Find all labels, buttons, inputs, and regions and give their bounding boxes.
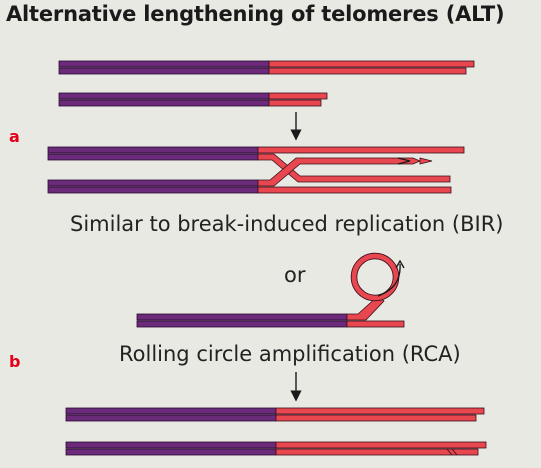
invading-strand: [257, 157, 422, 187]
telomeric-circle: [351, 253, 399, 301]
chromosome-body: [47, 179, 259, 187]
telomere-strand-long: [275, 441, 487, 449]
rca-tail-strand: [346, 295, 385, 321]
arrowhead-icon: [395, 259, 405, 269]
chromosome-body: [58, 67, 270, 75]
chromosome-body: [136, 320, 348, 328]
telomere-strand-long: [275, 407, 485, 415]
chromosome-top-1: [58, 60, 475, 75]
caption-or: or: [284, 263, 306, 287]
telomere-strand: [257, 186, 452, 194]
synthesis-arrow-icon: [397, 157, 411, 165]
chromosome-bottom-2: [65, 441, 487, 456]
diagram-title: Alternative lengthening of telomeres (AL…: [6, 2, 505, 26]
chromosome-pair-bottom: [65, 407, 487, 456]
telomere-strand-short: [268, 99, 322, 107]
chromosome-top-2: [58, 92, 328, 107]
telomere-strand: [268, 67, 467, 75]
strand-tip: [419, 157, 433, 165]
chromosome-body: [58, 60, 270, 68]
telomere-strand-short: [268, 92, 328, 100]
caption-rca: Rolling circle amplification (RCA): [119, 342, 461, 366]
telomere-strand: [346, 320, 405, 328]
chromosome-body: [58, 92, 270, 100]
panel-label-b: b: [9, 352, 21, 371]
chromosome-body: [47, 146, 259, 154]
rolling-arrow-icon: [377, 263, 401, 297]
chromosome-body: [65, 407, 277, 415]
crossing-strand: [257, 153, 451, 183]
chromosome-body: [65, 414, 277, 422]
chromosome-bottom-1: [65, 407, 485, 422]
chromosome-body: [65, 448, 277, 456]
chromosome-body: [136, 313, 348, 321]
chromosome-body: [58, 99, 270, 107]
caption-bir: Similar to break-induced replication (BI…: [70, 212, 504, 236]
telomere-strand-long: [275, 414, 477, 422]
telomere-strand: [268, 60, 475, 68]
chromosome-pair-top: [58, 60, 475, 107]
chromosome-body: [47, 153, 259, 161]
bir-structure: [47, 146, 465, 194]
panel-label-a: a: [9, 127, 20, 146]
telomere-strand: [257, 146, 465, 154]
chromosome-body: [65, 441, 277, 449]
nick-mark: [446, 448, 458, 456]
rca-structure: [136, 252, 405, 328]
chromosome-body: [47, 186, 259, 194]
telomere-strand-long: [275, 448, 479, 456]
